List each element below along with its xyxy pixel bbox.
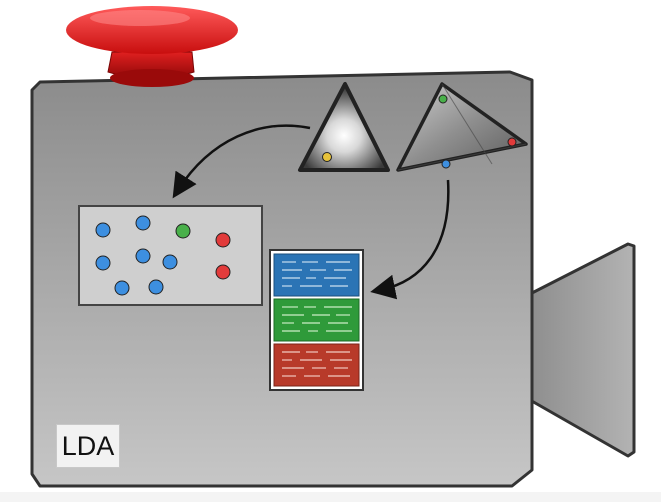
documents-stack: [269, 249, 364, 391]
red-dot: [507, 137, 517, 147]
dot-blue: [95, 255, 111, 271]
arrow-to-word-box: [172, 124, 311, 199]
dot-blue: [95, 222, 111, 238]
dot-red: [215, 232, 231, 248]
document-blue: [273, 253, 360, 297]
dot-blue: [135, 215, 151, 231]
blue-dot: [441, 159, 451, 169]
dot-blue: [162, 254, 178, 270]
record-button-icon: [66, 6, 238, 87]
document-red: [273, 343, 360, 387]
dot-blue: [114, 280, 130, 296]
camera-lens-icon: [528, 242, 636, 458]
dot-red: [215, 264, 231, 280]
lda-label: LDA: [56, 424, 120, 468]
dot-green: [175, 223, 191, 239]
arrow-to-documents: [370, 179, 450, 300]
document-green: [273, 298, 360, 342]
topic-triangle-single: [298, 82, 390, 172]
word-dots-box: [78, 205, 263, 306]
topic-triangle-simplex: [396, 82, 528, 172]
dot-blue: [135, 248, 151, 264]
dot-blue: [148, 279, 164, 295]
yellow-dot: [322, 152, 332, 162]
green-dot: [438, 94, 448, 104]
